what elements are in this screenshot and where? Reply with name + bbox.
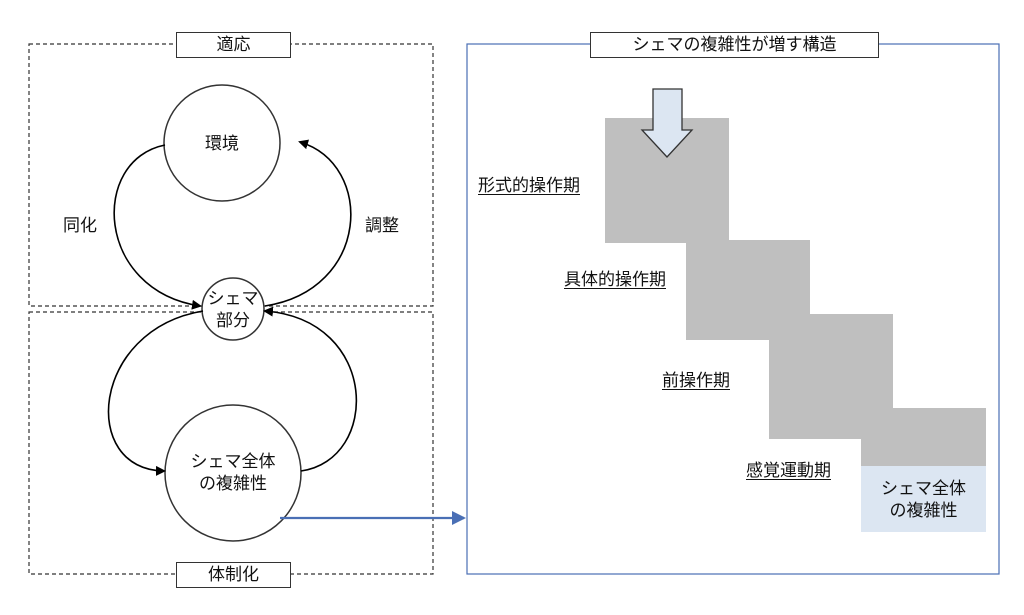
lower-right-arrow (263, 306, 358, 472)
schema-whole-line-1: シェマ全体 (190, 452, 276, 472)
schema-complexity-box: シェマ全体 の複雑性 (861, 466, 986, 532)
assimilation-arrow (113, 144, 202, 310)
right-panel-title: シェマの複雑性が増す構造 (590, 32, 879, 58)
schema-box-line-1: シェマ全体 (881, 479, 966, 499)
environment-circle (163, 84, 281, 202)
schema-part-line-2: 部分 (216, 311, 250, 331)
schema-part-line-1: シェマ (207, 289, 259, 309)
down-arrow-icon (640, 88, 694, 158)
stage-formal-operational: 形式的操作期 (478, 176, 580, 196)
accommodation-label: 調整 (365, 216, 399, 236)
assimilation-label: 同化 (63, 216, 97, 236)
lower-left-arrow (107, 310, 204, 476)
schema-box-line-2: の複雑性 (889, 501, 958, 521)
schema-part-text: シェマ 部分 (203, 288, 263, 332)
stage-concrete-operational: 具体的操作期 (564, 270, 666, 290)
environment-text: 環境 (205, 134, 239, 154)
staircase (605, 118, 986, 466)
stage-sensorimotor: 感覚運動期 (746, 461, 831, 481)
schema-whole-line-2: の複雑性 (199, 474, 267, 494)
accommodation-arrow (264, 139, 352, 307)
stage-preoperational: 前操作期 (662, 371, 730, 391)
adaptation-label: 適応 (176, 32, 291, 58)
organization-label: 体制化 (176, 562, 291, 588)
schema-whole-text: シェマ全体 の複雑性 (173, 451, 293, 495)
